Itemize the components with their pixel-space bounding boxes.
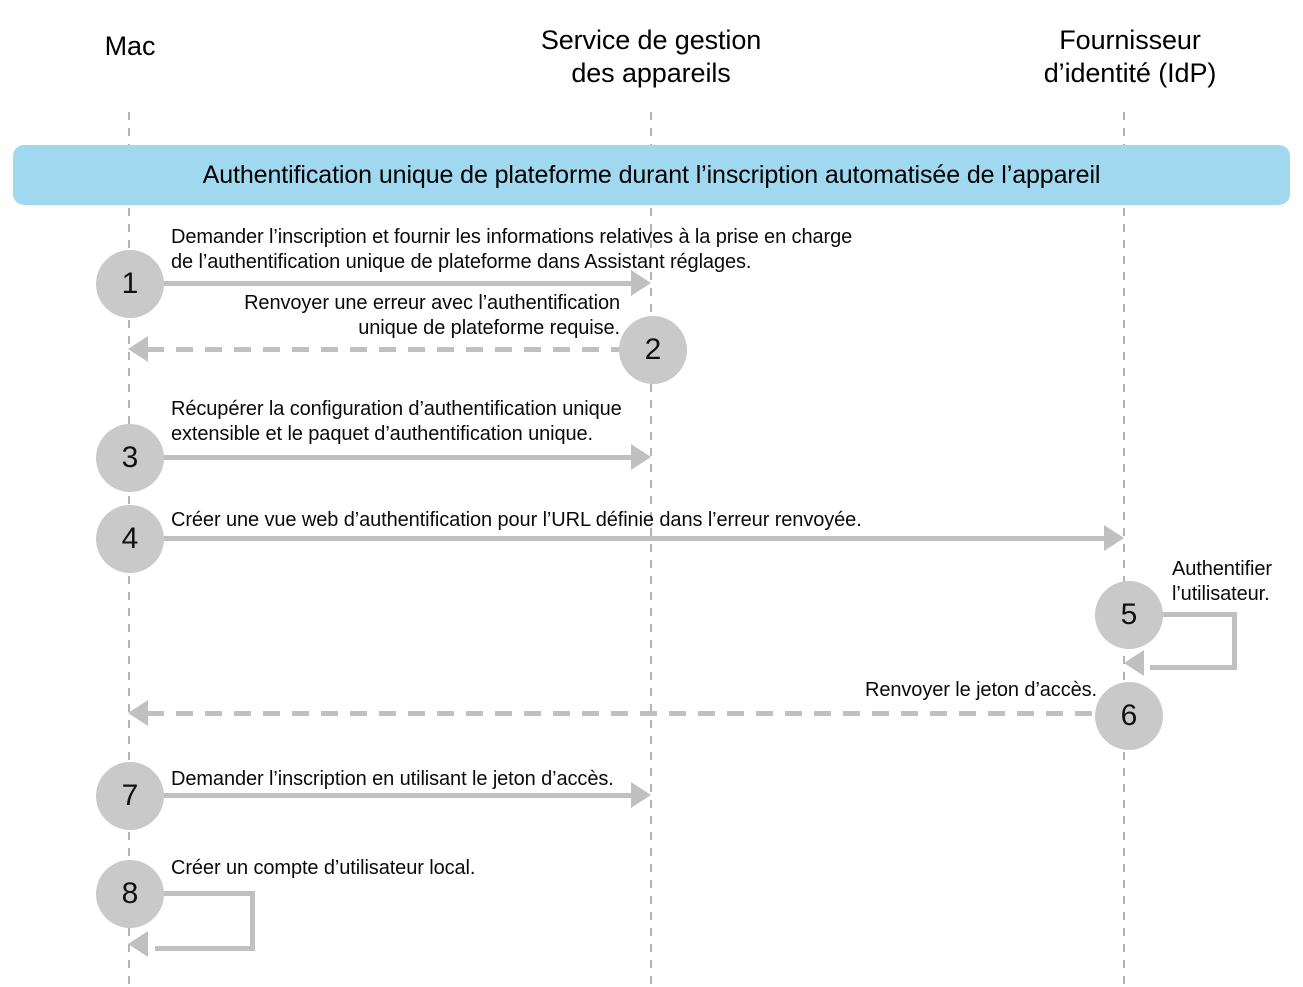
- arrowhead-1: [631, 270, 651, 296]
- phase-banner: Authentification unique de plateforme du…: [13, 145, 1290, 205]
- self-loop-5: [1150, 612, 1237, 670]
- message-label-4: Créer une vue web d’authentification pou…: [171, 509, 862, 531]
- step-circle-4: 4: [96, 505, 164, 573]
- message-label-6: Renvoyer le jeton d’accès.: [865, 679, 1097, 701]
- lifeline-device-management-service: [650, 112, 652, 984]
- step-number-3: 3: [121, 441, 139, 474]
- step-number-7: 7: [121, 779, 139, 812]
- step-circle-2: 2: [619, 316, 687, 384]
- message-label-5: Authentifier l’utilisateur.: [1172, 558, 1272, 605]
- phase-banner-label: Authentification unique de plateforme du…: [202, 160, 1101, 189]
- step-circle-7: 7: [96, 762, 164, 830]
- message-arrow-2: [147, 347, 639, 352]
- arrowhead-4: [1104, 525, 1124, 551]
- step-number-1: 1: [121, 267, 139, 300]
- message-arrow-4: [160, 536, 1111, 541]
- actor-header-mac: Mac: [104, 31, 156, 61]
- actor-header-device-management-service: Service de gestion des appareils: [540, 25, 762, 88]
- step-circle-8: 8: [96, 860, 164, 928]
- step-circle-5: 5: [1095, 581, 1163, 649]
- lifeline-identity-provider: [1123, 112, 1125, 984]
- step-number-6: 6: [1120, 699, 1138, 732]
- arrowhead-2: [128, 336, 148, 362]
- step-number-4: 4: [121, 522, 139, 555]
- arrowhead-5: [1124, 650, 1144, 676]
- self-loop-8: [155, 891, 255, 951]
- message-arrow-6: [147, 711, 1112, 716]
- step-number-2: 2: [644, 333, 662, 366]
- message-arrow-1: [160, 281, 638, 286]
- message-arrow-3: [160, 455, 638, 460]
- arrowhead-6: [128, 700, 148, 726]
- message-label-3: Récupérer la configuration d’authentific…: [171, 398, 622, 445]
- arrowhead-7: [631, 782, 651, 808]
- arrowhead-3: [631, 444, 651, 470]
- message-label-2: Renvoyer une erreur avec l’authentificat…: [244, 292, 620, 339]
- actor-header-identity-provider: Fournisseur d’identité (IdP): [1043, 25, 1217, 88]
- message-label-1: Demander l’inscription et fournir les in…: [171, 226, 853, 273]
- message-label-8: Créer un compte d’utilisateur local.: [171, 857, 476, 879]
- message-label-7: Demander l’inscription en utilisant le j…: [171, 768, 614, 790]
- step-circle-3: 3: [96, 424, 164, 492]
- arrowhead-8: [128, 931, 148, 957]
- step-circle-1: 1: [96, 250, 164, 318]
- step-circle-6: 6: [1095, 682, 1163, 750]
- message-arrow-7: [160, 793, 638, 798]
- step-number-5: 5: [1120, 598, 1138, 631]
- step-number-8: 8: [121, 877, 139, 910]
